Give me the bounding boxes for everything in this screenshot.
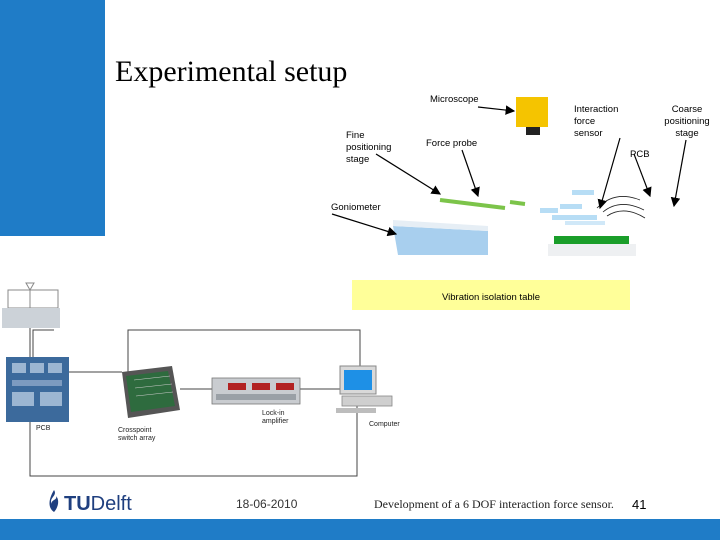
- footer-date: 18-06-2010: [236, 497, 298, 511]
- page-number: 41: [632, 497, 647, 512]
- flame-icon: [49, 490, 59, 512]
- schematic-label-computer: Computer: [369, 421, 400, 428]
- footer-title: Development of a 6 DOF interaction force…: [374, 497, 614, 511]
- tudelft-logo: TUDelft: [44, 488, 132, 518]
- slide-title: Experimental setup: [115, 55, 348, 88]
- label-force-probe: Force probe: [426, 138, 478, 149]
- pcb-plate-shape: [548, 236, 636, 256]
- schematic-wires: [29, 318, 361, 477]
- force-probe-shape: [439, 198, 526, 210]
- label-interaction-force-sensor: Interaction force sensor: [574, 104, 619, 139]
- label-microscope: Microscope: [430, 94, 479, 105]
- schematic-label-lockin: Lock-in amplifier: [262, 410, 289, 425]
- label-fine-stage: Fine positioning stage: [346, 130, 392, 165]
- left-stage-shape: [2, 282, 60, 328]
- footer-accent-bar: [0, 519, 720, 540]
- goniometer-shape: [393, 220, 488, 255]
- lockin-amplifier-shape: [211, 377, 301, 405]
- pcb-board-shape: [6, 357, 69, 422]
- sensor-stack-shape: [540, 190, 646, 225]
- logo-tu-text: TU: [64, 493, 91, 515]
- schematic-label-pcb: PCB: [36, 425, 51, 432]
- label-goniometer: Goniometer: [331, 202, 381, 213]
- vibration-isolation-table: Vibration isolation table: [352, 280, 630, 310]
- schematic-label-crosspoint: Crosspoint switch array: [118, 427, 156, 442]
- label-pcb-top: PCB: [630, 149, 650, 160]
- computer-shape: [336, 365, 393, 413]
- label-coarse-stage: Coarse positioning stage: [664, 104, 710, 139]
- microscope-icon: [516, 97, 548, 135]
- header-accent-bar: [0, 0, 105, 236]
- crosspoint-switch-shape: [122, 366, 180, 418]
- logo-delft-text: Delft: [90, 493, 132, 515]
